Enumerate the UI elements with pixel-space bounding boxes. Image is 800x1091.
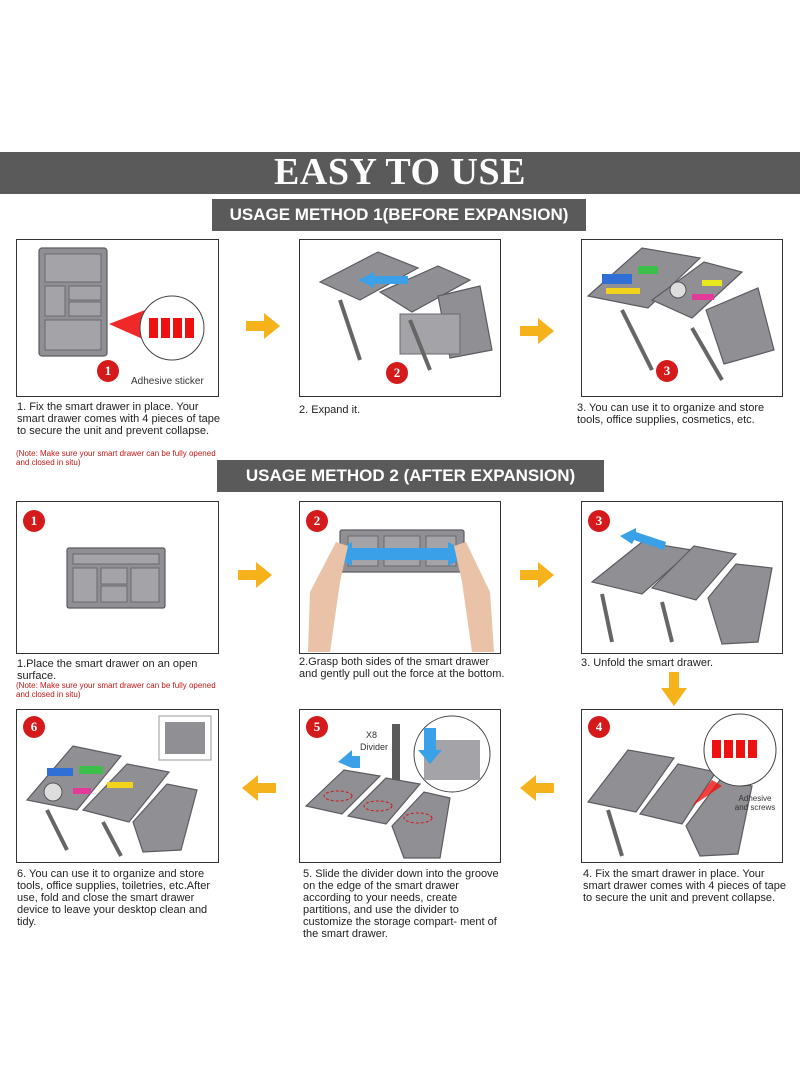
arrow-right-icon: [520, 318, 554, 344]
page-title: EASY TO USE: [274, 151, 526, 193]
drawer-fixed-illustration: [586, 713, 777, 857]
m1-step1-note: (Note: Make sure your smart drawer can b…: [16, 449, 216, 467]
drawer-expanding-illustration: [318, 251, 493, 371]
m2-step4-image: 4 Adhesive and screws: [581, 709, 783, 863]
m2-step4-badge: 4: [588, 716, 610, 738]
m1-step3-badge: 3: [656, 360, 678, 382]
m2-step6-image: 6: [16, 709, 219, 863]
m2-step1-caption: 1.Place the smart drawer on an open surf…: [17, 658, 198, 682]
m2-step6-badge: 6: [23, 716, 45, 738]
m2-step5-image: 5 X8 Divider: [299, 709, 501, 863]
drawer-in-use-illustration: [25, 715, 212, 857]
drawer-closed-illustration: [38, 247, 205, 361]
arrow-right-icon: [246, 313, 280, 339]
divider-insert-illustration: [304, 715, 491, 859]
drawer-on-surface-illustration: [66, 547, 166, 609]
m1-step1-badge: 1: [97, 360, 119, 382]
arrow-right-icon: [238, 562, 272, 588]
m1-step3-image: 3: [581, 239, 783, 397]
m1-step1-caption: 1. Fix the smart drawer in place. Your s…: [17, 401, 220, 437]
divider-label: Divider: [360, 742, 389, 752]
m2-step5-badge: 5: [306, 716, 328, 738]
hands-pulling-drawer-illustration: [308, 529, 494, 652]
m2-step3-badge: 3: [588, 510, 610, 532]
title-banner: [0, 152, 800, 194]
arrow-left-icon: [242, 775, 276, 801]
arrow-left-icon: [520, 775, 554, 801]
drawer-organized-illustration: [586, 247, 775, 381]
arrow-down-icon: [661, 672, 687, 706]
m2-step6-caption: 6. You can use it to organize and store …: [17, 868, 210, 928]
m2-step1-image: 1: [16, 501, 219, 654]
m1-step1-image: 1 Adhesive sticker: [16, 239, 219, 397]
m2-step4-caption: 4. Fix the smart drawer in place. Your s…: [583, 868, 786, 904]
divider-qty-label: X8: [366, 730, 378, 740]
m2-step2-image: 2: [299, 501, 501, 654]
drawer-unfold-illustration: [590, 528, 773, 645]
m2-step1-note: (Note: Make sure your smart drawer can b…: [16, 681, 216, 699]
m2-step1-badge: 1: [23, 510, 45, 532]
method1-header: USAGE METHOD 1(BEFORE EXPANSION): [212, 199, 586, 231]
m1-step3-caption: 3. You can use it to organize and store …: [577, 402, 765, 426]
m1-step2-image: 2: [299, 239, 501, 397]
m2-step5-caption: 5. Slide the divider down into the groov…: [303, 868, 499, 940]
m1-step2-caption: 2. Expand it.: [299, 404, 361, 416]
m2-step2-badge: 2: [306, 510, 328, 532]
m2-step3-caption: 3. Unfold the smart drawer.: [581, 657, 714, 669]
arrow-right-icon: [520, 562, 554, 588]
adhesive-sticker-label: Adhesive sticker: [131, 376, 204, 387]
m1-step2-badge: 2: [386, 362, 408, 384]
m2-step3-image: 3: [581, 501, 783, 654]
m2-step2-caption: 2.Grasp both sides of the smart drawer a…: [299, 656, 505, 680]
adhesive-screws-label: Adhesive and screws: [734, 794, 776, 812]
method2-header: USAGE METHOD 2 (AFTER EXPANSION): [217, 460, 604, 492]
